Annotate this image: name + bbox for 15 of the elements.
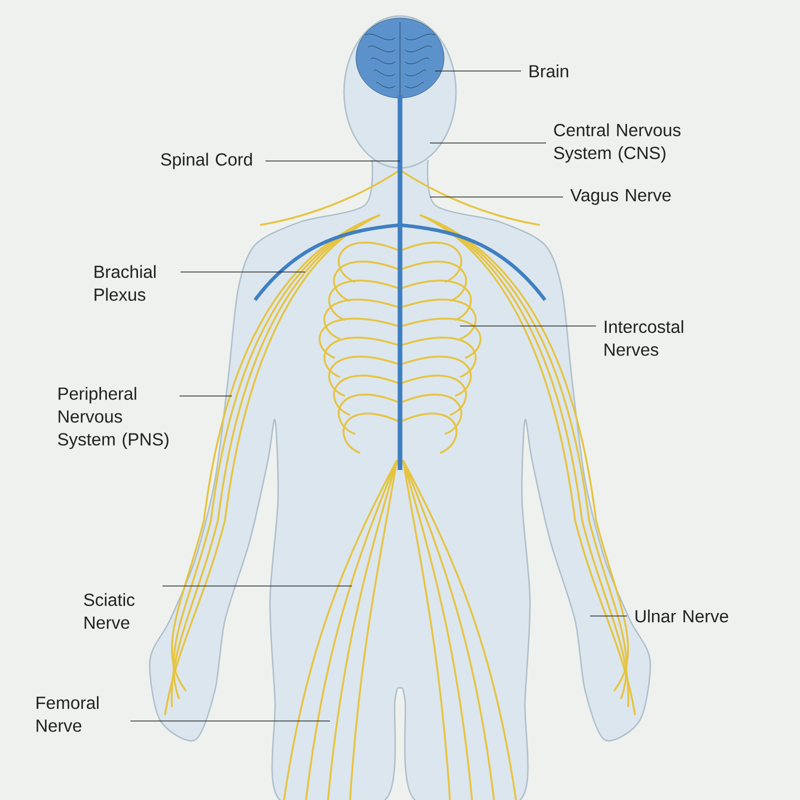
part-label: Femoral Nerve xyxy=(36,696,98,732)
part-label: Intercostal Nerves xyxy=(604,320,684,356)
leader-line xyxy=(434,70,522,72)
part-label: Sciatic Nerve xyxy=(84,593,135,629)
leader-line xyxy=(430,196,564,198)
part-label: Brain xyxy=(530,64,568,78)
leader-line xyxy=(430,142,546,144)
part-label: Brachial Plexus xyxy=(94,265,156,301)
part-label: Central Nervous System (CNS) xyxy=(554,123,680,163)
part-label: Vagus Nerve xyxy=(570,189,671,205)
leader-line xyxy=(130,720,330,722)
part-label: Peripheral Nervous System (PNS) xyxy=(58,386,168,450)
part-label: Spinal Cord xyxy=(161,152,252,170)
part-label: Ulnar Nerve xyxy=(636,610,728,622)
leader-line xyxy=(265,160,400,162)
